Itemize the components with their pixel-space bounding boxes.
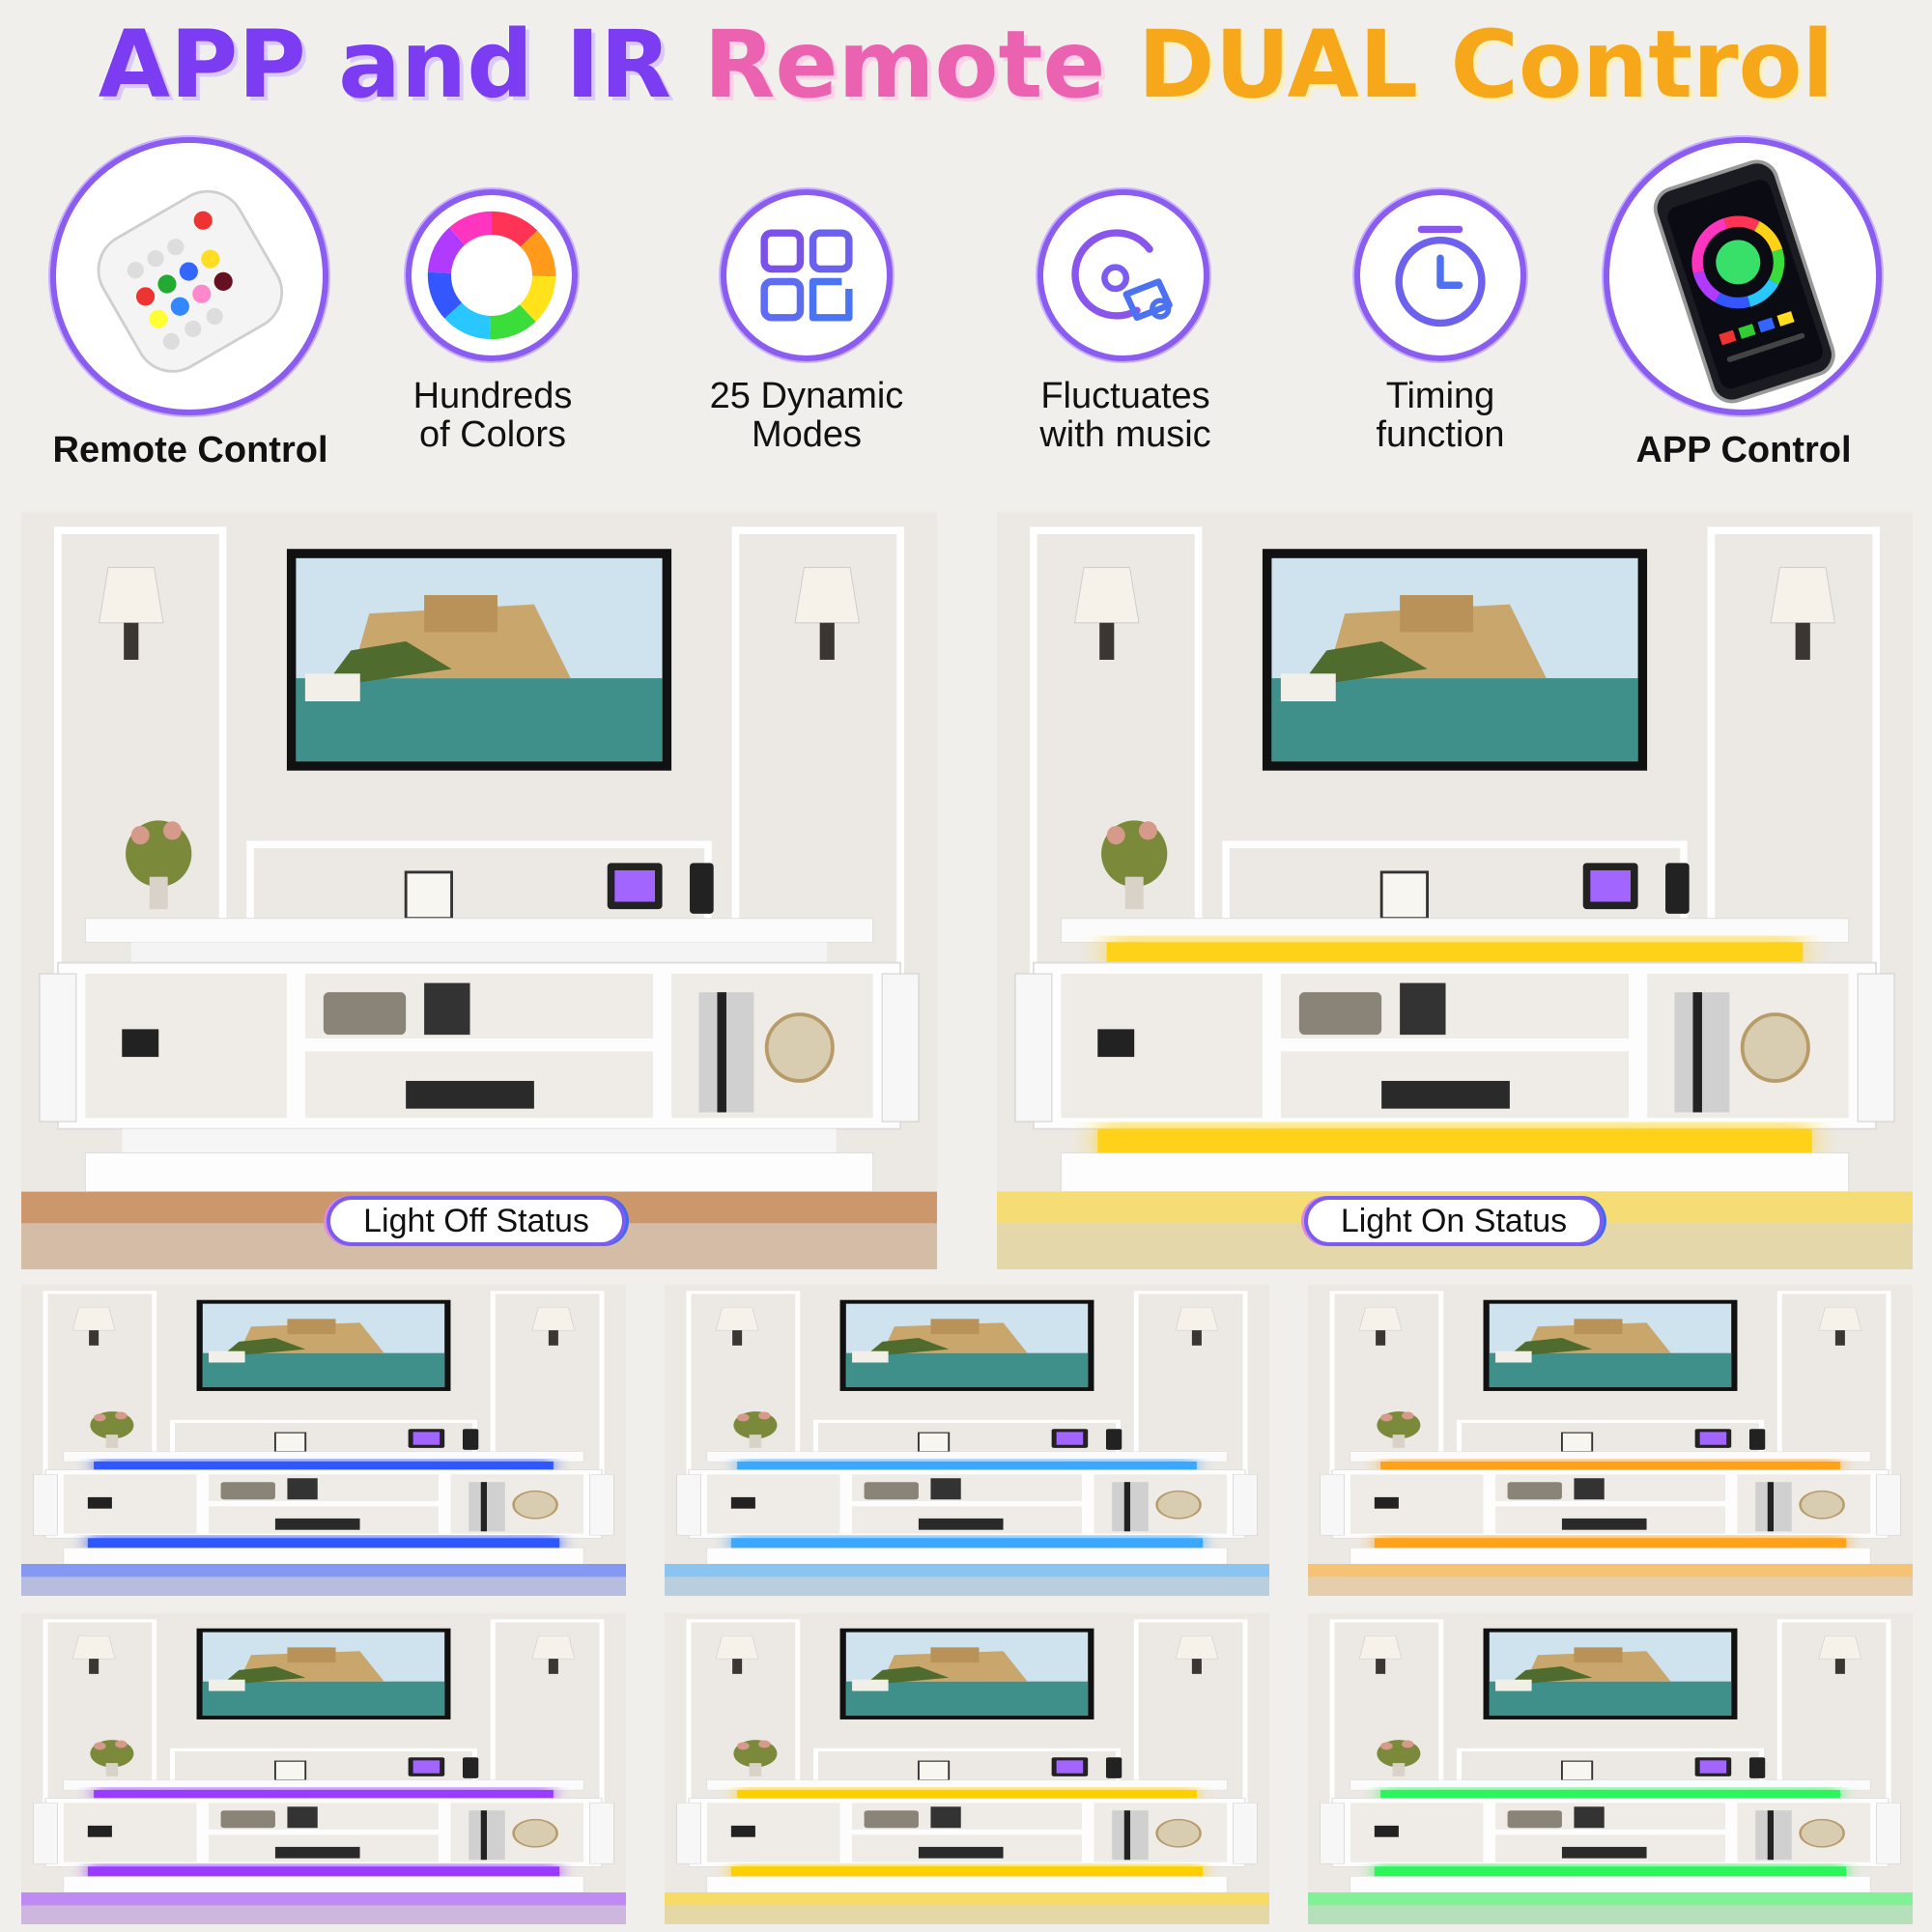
scene-orange [1308,1285,1913,1596]
scene-light-on [997,512,1913,1269]
smartphone-app-icon [1604,137,1882,415]
feature-label-timer: Timing function [1376,376,1505,455]
headline-part-3: DUAL Control [1137,11,1834,119]
scene-green [1308,1613,1913,1924]
music-disc-icon [1037,189,1209,361]
color-wheel-icon [406,189,578,361]
feature-label-remote: Remote Control [52,430,328,470]
timer-icon [1354,189,1526,361]
light-on-status-label: Light On Status [1304,1196,1604,1246]
feature-label-colors: Hundreds of Colors [412,376,573,455]
headline-part-2: Remote [703,11,1138,119]
scene-purple [21,1613,626,1924]
feature-label-modes: 25 Dynamic Modes [709,376,904,455]
modes-grid-icon [721,189,893,361]
scene-sky-blue [665,1285,1269,1596]
headline: APP and IR Remote DUAL Control [0,12,1932,118]
scene-light-off [21,512,937,1269]
feature-label-app: APP Control [1635,430,1852,470]
headline-part-1: APP and IR [98,11,704,119]
feature-label-music: Fluctuates with music [1039,376,1211,455]
scene-yellow [665,1613,1269,1924]
remote-control-icon [50,137,328,415]
scene-blue [21,1285,626,1596]
light-off-status-label: Light Off Status [327,1196,626,1246]
